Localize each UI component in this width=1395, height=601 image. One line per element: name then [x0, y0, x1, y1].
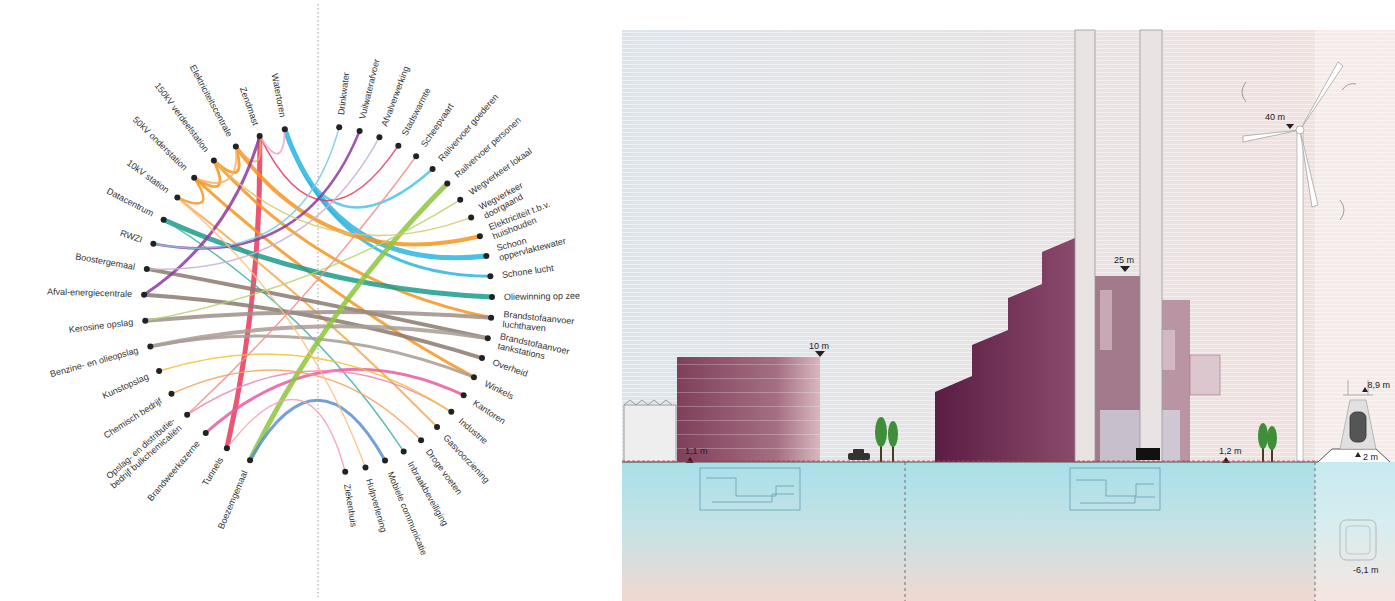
node-dot	[144, 266, 150, 272]
dimension-label: 1,2 m	[1218, 446, 1243, 456]
node-dot	[471, 374, 477, 380]
chord	[177, 178, 203, 204]
dimension-label: 8,9 m	[1366, 380, 1391, 390]
node-dot	[247, 457, 253, 463]
chord	[194, 147, 236, 183]
circle-label: Ziekenhuis	[342, 483, 359, 529]
circle-label: Boezemgemaal	[216, 469, 250, 532]
node-dot	[362, 464, 368, 470]
chord	[187, 156, 416, 414]
node-dot	[191, 175, 197, 181]
dimension-label: 1,1 m	[684, 446, 709, 456]
dimension-label: 2 m	[1362, 452, 1379, 462]
circle-label: Winkels	[482, 378, 516, 402]
node-dot	[413, 153, 419, 159]
circle-label: Overheid	[492, 357, 531, 379]
chord	[145, 312, 491, 321]
node-dot	[184, 412, 190, 418]
chord	[153, 131, 359, 248]
chord	[260, 136, 399, 201]
node-dot	[479, 355, 485, 361]
node-dot	[401, 448, 407, 454]
circle-label: Benzine- en olieopslag	[48, 345, 139, 379]
circle-label: 10kV station	[123, 156, 170, 194]
node-dot	[224, 445, 230, 451]
chord	[206, 369, 464, 433]
circle-label: Afval-energiecentrale	[45, 287, 132, 300]
circle-label: Drinkwater	[336, 70, 351, 116]
chord	[153, 127, 339, 248]
circle-label: Datacentrum	[104, 185, 156, 218]
node-dot	[342, 469, 348, 475]
chord	[177, 198, 365, 468]
circle-label: Zendmast	[237, 84, 261, 127]
node-dot	[477, 233, 483, 239]
node-dot	[487, 273, 493, 279]
node-dot	[434, 424, 440, 430]
circle-label: Hulpverlening	[364, 478, 389, 536]
circle-label: Kantoren	[471, 398, 508, 427]
node-dot	[395, 143, 401, 149]
circle-label: Tunnels	[199, 456, 225, 489]
node-dot	[282, 126, 288, 132]
node-dot	[418, 437, 424, 443]
node-dot	[233, 144, 239, 150]
node-dot	[147, 343, 153, 349]
chord	[227, 399, 345, 471]
node-dot	[430, 166, 436, 172]
circle-label: RWZI	[118, 227, 144, 244]
chord	[260, 129, 285, 153]
node-dot	[257, 133, 263, 139]
node-dot	[468, 214, 474, 220]
circle-label: Industrie	[457, 416, 491, 447]
node-dot	[161, 217, 167, 223]
node-dot	[485, 335, 491, 341]
dimension-label: 40 m	[1264, 112, 1286, 122]
dimension-label: 10 m	[808, 341, 830, 351]
node-dot	[444, 181, 450, 187]
node-dot	[461, 392, 467, 398]
node-dot	[211, 158, 217, 164]
chord	[214, 161, 471, 236]
circle-label: Vuilwaterafvoer	[358, 57, 383, 121]
node-dot	[483, 253, 489, 259]
node-dot	[203, 430, 209, 436]
node-dot	[150, 241, 156, 247]
node-dot	[336, 124, 342, 130]
circle-label: Oliewinning op zee	[504, 290, 582, 301]
node-dot	[382, 458, 388, 464]
node-dot	[488, 315, 494, 321]
node-dot	[156, 368, 162, 374]
circle-label: Kunstopslag	[100, 371, 151, 401]
circle-label: Boostergemaal	[73, 251, 136, 272]
node-dot	[448, 409, 454, 415]
dimension-label: 25 m	[1113, 255, 1135, 265]
node-dot	[357, 128, 363, 134]
dimension-label: -6,1 m	[1352, 565, 1380, 575]
node-dot	[174, 195, 180, 201]
chord	[145, 200, 460, 321]
chord	[171, 370, 421, 440]
node-dot	[142, 318, 148, 324]
node-dot	[168, 391, 174, 397]
node-dot	[376, 134, 382, 140]
node-dot	[489, 294, 495, 300]
circle-label: Watertoren	[269, 71, 288, 118]
circle-label: Schone lucht	[502, 262, 557, 279]
chord	[250, 400, 385, 460]
chord	[144, 136, 260, 295]
node-dot	[141, 292, 147, 298]
node-dot	[457, 197, 463, 203]
circle-label: Kerosine opslag	[67, 317, 134, 335]
circle-label: Railvervoer goederen	[437, 90, 502, 163]
